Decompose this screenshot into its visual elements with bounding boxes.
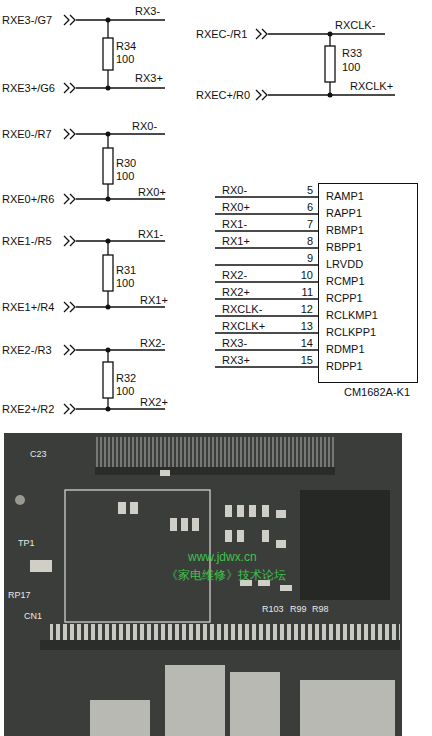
signal-label: RX3-: [135, 5, 160, 18]
signal-label: RXE0-/R7: [2, 128, 52, 141]
wires: [64, 15, 395, 414]
signal-label: RX2+: [140, 396, 168, 409]
ic-box: RAMP1RAPP1RBMP1RBPP1LRVDD RCMP1RCPP1RCLKM…: [318, 183, 418, 383]
resistor-symbol: [325, 46, 335, 82]
signal-label: RX2+: [222, 286, 250, 299]
pin-number: 15: [301, 354, 313, 367]
pin-number: 14: [301, 337, 313, 350]
pin-number: 12: [301, 303, 313, 316]
signal-label: RXEC-/R1: [196, 28, 247, 41]
signal-label: RX1-: [222, 218, 247, 231]
signal-label: RX0+: [222, 201, 250, 214]
part-number: CM1682A-K1: [344, 386, 410, 399]
signal-label: RX1+: [222, 235, 250, 248]
signal-label: 100: [116, 385, 134, 398]
signal-label: RX1-: [138, 228, 163, 241]
chip: [95, 467, 335, 475]
pin-lines: [215, 197, 318, 367]
signal-label: R32: [116, 372, 136, 385]
signal-label: RXE1+/R4: [2, 301, 54, 314]
signal-label: RXCLK+: [350, 80, 393, 93]
chip-pins: [95, 437, 335, 467]
pin-number: 10: [301, 269, 313, 282]
signal-label: RX0+: [138, 186, 166, 199]
signal-label: 100: [342, 61, 360, 74]
signal-label: RX3+: [222, 354, 250, 367]
signal-label: RXE2+/R2: [2, 403, 54, 416]
pin-number: 11: [302, 286, 313, 299]
board-marking: R98: [312, 604, 329, 615]
resistor-symbol: [103, 255, 113, 291]
pin-number: 8: [307, 235, 313, 248]
signal-label: RX1+: [140, 294, 168, 307]
signal-label: RX0-: [132, 120, 157, 133]
signal-label: RXCLK-: [222, 303, 262, 316]
board-marking: R99: [290, 604, 307, 615]
junction-dots: [106, 18, 333, 412]
signal-label: RXCLK+: [222, 320, 265, 333]
board-marking: R103: [262, 604, 284, 615]
pin-name: RCMP1: [326, 275, 365, 288]
signal-label: RXE0+/R6: [2, 193, 54, 206]
board-marking: CN1: [24, 611, 42, 622]
signal-label: RXE1-/R5: [2, 235, 52, 248]
board-marking: C23: [30, 449, 47, 460]
signal-label: RX2-: [222, 269, 247, 282]
pin-number: 7: [307, 218, 313, 231]
pin-name: RCLKPP1: [326, 326, 376, 339]
pin-name: RAMP1: [326, 190, 364, 203]
pin-name: RDPP1: [326, 360, 363, 373]
watermark: 《家电维修》技术论坛: [166, 568, 286, 582]
resistor-symbol: [103, 362, 113, 398]
connector-pins: [50, 624, 400, 640]
watermark: www.jdwx.cn: [188, 550, 257, 564]
signal-label: 100: [116, 53, 134, 66]
signal-label: RX3+: [135, 72, 163, 85]
smd-parts: [30, 470, 292, 591]
signal-label: 100: [116, 277, 134, 290]
signal-label: R31: [116, 264, 136, 277]
signal-label: RXE3+/G6: [2, 82, 55, 95]
board-marking: TP1: [18, 538, 35, 549]
board: [4, 433, 402, 736]
signal-label: RXE2-/R3: [2, 344, 52, 357]
pin-number: 6: [307, 201, 313, 214]
signal-label: 100: [116, 170, 134, 183]
signal-label: RX3-: [222, 337, 247, 350]
pin-number: 9: [307, 252, 313, 265]
signal-label: RXCLK-: [335, 19, 375, 32]
signal-label: RXEC+/R0: [196, 89, 250, 102]
signal-label: R30: [116, 157, 136, 170]
signal-label: RX2-: [140, 337, 165, 350]
resistor-symbol: [103, 148, 113, 184]
pin-name: RDMP1: [326, 343, 365, 356]
signal-label: RX0-: [222, 184, 247, 197]
pin-name: RCLKMP1: [326, 309, 378, 322]
pin-name: RCPP1: [326, 292, 363, 305]
pin-name: RBMP1: [326, 224, 364, 237]
pin-number: 13: [301, 320, 313, 333]
pin-name: RAPP1: [326, 207, 362, 220]
board-marking: RP17: [8, 590, 31, 601]
resistor-symbol: [103, 38, 113, 70]
wire: [64, 83, 165, 93]
test-pad: [15, 495, 25, 505]
signal-label: R34: [116, 40, 136, 53]
connector-body: [40, 640, 400, 650]
pin-number: 5: [307, 184, 313, 197]
pin-name: RBPP1: [326, 241, 362, 254]
ic-chip: [300, 490, 390, 600]
signal-label: RXE3-/G7: [2, 14, 52, 27]
signal-label: R33: [342, 47, 362, 60]
pcb-photo: [4, 433, 402, 736]
pin-name: LRVDD: [326, 258, 363, 271]
bottom-connectors: [90, 665, 395, 736]
